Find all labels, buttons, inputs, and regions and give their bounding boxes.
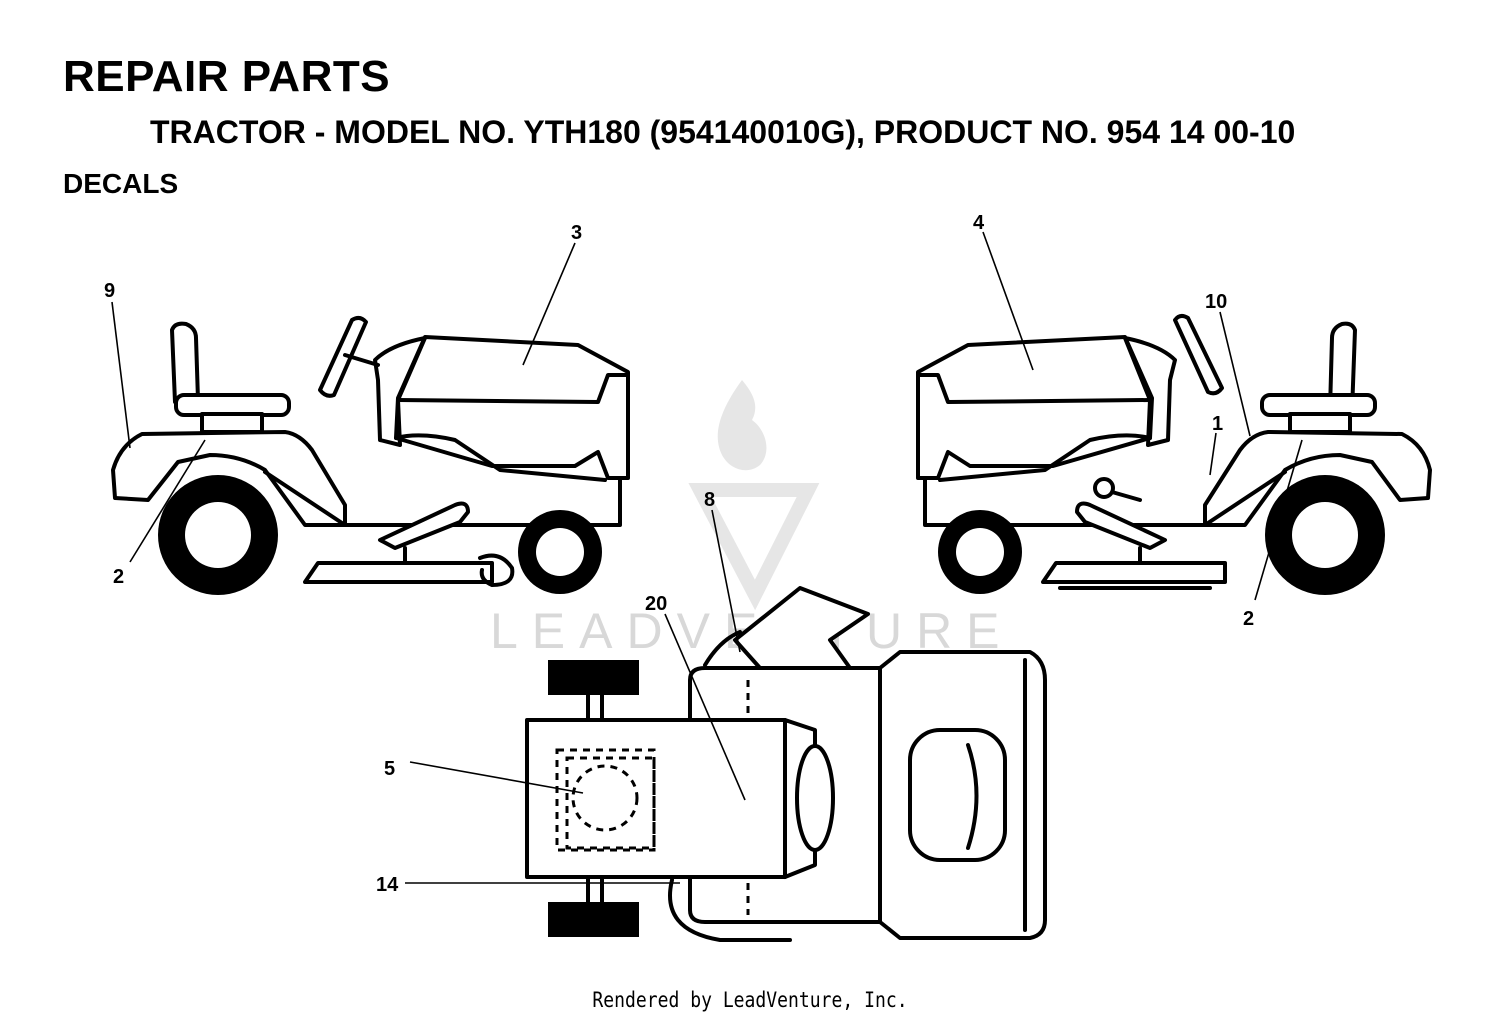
top-axle-lower [586,876,604,904]
section-heading: DECALS [63,168,179,199]
headlight-curve [966,743,979,850]
callout-5: 5 [384,758,395,780]
gear-knob [1110,490,1142,502]
leader-1 [1209,432,1217,476]
model-subtitle: TRACTOR - MODEL NO. YTH180 (954140010G),… [150,114,1296,150]
seat-back-right [1328,321,1357,414]
mower-deck-right [1041,561,1227,584]
steering-wheel [318,315,368,398]
hood [394,335,630,480]
callout-1: 1 [1212,413,1223,435]
body-sweep [394,433,607,482]
fuel-cap-outline [571,764,639,832]
callout-3: 3 [571,222,582,244]
leader-2-left [129,439,206,563]
leader-8 [711,509,741,653]
flame-logo-icon [688,380,820,611]
rear-body [525,718,787,879]
rear-fender [111,430,347,527]
callout-8: 8 [704,489,715,511]
decal-outline-5 [555,748,656,852]
callout-14: 14 [376,874,399,896]
seat-post [200,412,264,434]
tractor-right-side-view: 4 10 1 2 [916,212,1432,630]
steering-column [343,353,380,367]
leader-5 [409,761,584,794]
leader-10 [1219,311,1251,437]
decal-inner-5 [565,756,656,850]
deck-outline-lower [668,878,792,942]
footer-credit: Rendered by LeadVenture, Inc. [592,988,908,1012]
hood-panel-line [396,373,630,404]
callout-9: 9 [104,280,115,302]
body-sweep-right [938,433,1152,482]
leader-2-right [1254,439,1303,601]
mower-deck [303,561,494,584]
rear-fender-right [1203,430,1432,527]
headlight-lens [908,728,1007,862]
top-wheel-lower [548,902,639,937]
callout-2-right: 2 [1243,608,1254,630]
leader-3 [522,242,576,366]
leader-4 [982,231,1034,371]
rear-rim [185,502,251,568]
page-title: REPAIR PARTS [63,52,391,101]
steering-hub [795,744,835,852]
dash-tower-right [1123,336,1177,447]
frame-rail [263,470,622,527]
leader-9 [111,301,131,449]
leader-20 [664,613,746,801]
top-axle-upper [586,693,604,722]
tractor-top-view: 8 20 5 14 [376,489,1047,942]
front-rim-right [956,528,1004,576]
callout-20: 20 [645,593,667,615]
lift-lever-right [1075,501,1167,550]
rear-rim-right [1292,502,1358,568]
callout-10: 10 [1205,291,1227,313]
top-wheel-upper [548,660,639,695]
frame-rail-right [923,470,1287,527]
callout-4: 4 [973,212,985,234]
seat-post-right [1288,412,1352,434]
hood-panel-line-right [916,373,1152,404]
dash-tower [373,336,427,447]
gear-knob-ball [1093,477,1115,499]
steering-wheel-right [1173,313,1224,396]
front-rim [536,528,584,576]
deck-chute [478,553,515,587]
callout-2-left: 2 [113,566,124,588]
seat-back [170,321,200,404]
tractor-left-side-view: 9 3 2 [104,222,630,595]
hood-right [916,335,1154,480]
lift-lever [378,501,470,550]
